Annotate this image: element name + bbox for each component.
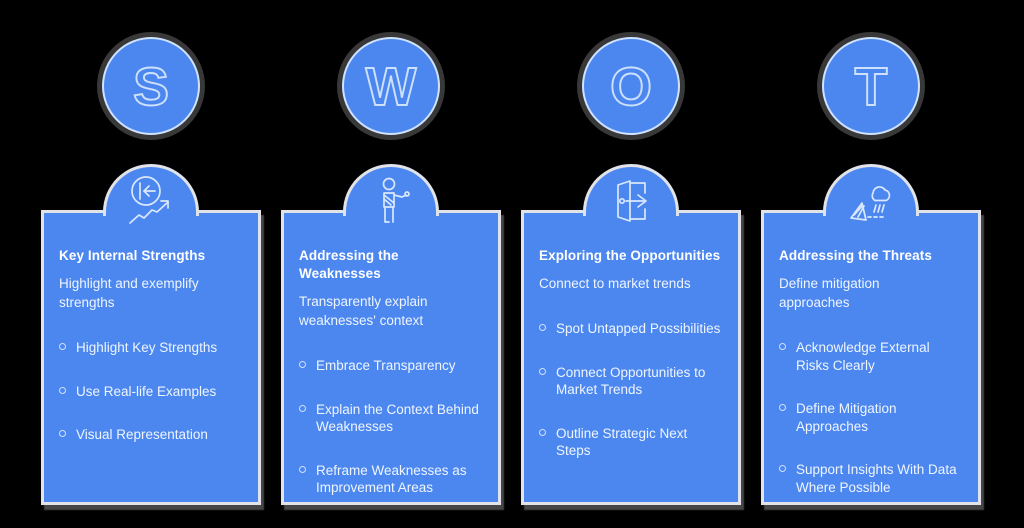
letter-circle-w: W [342, 37, 440, 135]
bullet-text: Explain the Context Behind Weaknesses [316, 401, 479, 435]
bullet-text: Acknowledge External Risks Clearly [796, 340, 930, 373]
column-threats: T Addressing the Threats Define mitigati… [761, 0, 981, 528]
card-subtitle: Define mitigation approaches [779, 276, 880, 311]
svg-text:W: W [366, 57, 417, 117]
letter-circle-o: O [582, 37, 680, 135]
ring-bullet-icon [299, 404, 306, 412]
opportunities-card-wrap: Exploring the Opportunities Connect to m… [521, 164, 741, 505]
bullet-text: Highlight Key Strengths [76, 340, 218, 355]
letter-t-outline: T [854, 56, 889, 118]
list-item: Use Real-life Examples [59, 383, 243, 401]
bullet-list: Highlight Key Strengths Use Real-life Ex… [59, 339, 243, 444]
ring-bullet-icon [779, 343, 786, 350]
ring-bullet-icon [299, 361, 306, 369]
list-item: Spot Untapped Possibilities [539, 320, 723, 338]
svg-text:S: S [133, 57, 169, 117]
card-title: Addressing the Weaknesses [299, 248, 399, 282]
bullet-text: Connect Opportunities to Market Trends [556, 364, 706, 398]
bullet-list: Spot Untapped Possibilities Connect Oppo… [539, 320, 723, 460]
ring-bullet-icon [539, 428, 546, 436]
ring-bullet-icon [539, 367, 546, 375]
bullet-list: Acknowledge External Risks Clearly Defin… [779, 339, 963, 496]
card-title: Addressing the Threats [779, 248, 932, 263]
svg-text:O: O [610, 57, 652, 117]
letter-circle-t: T [822, 37, 920, 135]
ring-bullet-icon [779, 404, 786, 412]
converging-arrow-growth-icon [120, 171, 182, 233]
bullet-text: Reframe Weaknesses as Improvement Areas [316, 462, 467, 496]
card-title: Exploring the Opportunities [539, 248, 721, 263]
letter-s-outline: S [132, 56, 170, 118]
list-item: Explain the Context Behind Weaknesses [299, 401, 483, 436]
bullet-text: Define Mitigation Approaches [796, 401, 897, 434]
list-item: Reframe Weaknesses as Improvement Areas [299, 462, 483, 497]
ring-bullet-icon [59, 430, 66, 438]
bullet-text: Outline Strategic Next Steps [556, 425, 688, 459]
bullet-text: Spot Untapped Possibilities [556, 321, 721, 337]
list-item: Define Mitigation Approaches [779, 400, 963, 435]
threats-card: Addressing the Threats Define mitigation… [761, 210, 981, 505]
strengths-card: Key Internal Strengths Highlight and exe… [41, 210, 261, 505]
weaknesses-card-wrap: Addressing the Weaknesses Transparently … [281, 164, 501, 505]
list-item: Acknowledge External Risks Clearly [779, 339, 963, 374]
letter-o-outline: O [609, 56, 653, 118]
card-subtitle: Transparently explain weaknesses' contex… [299, 294, 428, 329]
card-subtitle: Connect to market trends [539, 276, 691, 292]
bullet-text: Visual Representation [76, 427, 208, 443]
strengths-card-wrap: Key Internal Strengths Highlight and exe… [41, 164, 261, 505]
list-item: Embrace Transparency [299, 357, 483, 375]
bullet-text: Support Insights With Data Where Possibl… [796, 462, 957, 495]
card-title: Key Internal Strengths [59, 248, 206, 263]
rain-cloud-storm-icon [840, 171, 902, 233]
list-item: Support Insights With Data Where Possibl… [779, 461, 963, 496]
ring-bullet-icon [59, 343, 66, 350]
column-strengths: S Key Internal Strengths Highlight and e… [41, 0, 261, 528]
letter-w-outline: W [365, 56, 418, 118]
ring-bullet-icon [779, 465, 786, 473]
list-item: Connect Opportunities to Market Trends [539, 364, 723, 399]
list-item: Highlight Key Strengths [59, 339, 243, 357]
list-item: Visual Representation [59, 426, 243, 444]
ring-bullet-icon [299, 465, 306, 473]
opportunities-card: Exploring the Opportunities Connect to m… [521, 210, 741, 505]
bullet-text: Use Real-life Examples [76, 383, 217, 399]
ring-bullet-icon [59, 386, 66, 394]
bullet-text: Embrace Transparency [316, 358, 456, 374]
bullet-list: Embrace Transparency Explain the Context… [299, 357, 483, 497]
threats-card-wrap: Addressing the Threats Define mitigation… [761, 164, 981, 505]
svg-text:T: T [855, 57, 888, 117]
letter-circle-s: S [102, 37, 200, 135]
list-item: Outline Strategic Next Steps [539, 425, 723, 460]
column-opportunities: O Exploring the Opportunities Connect to… [521, 0, 741, 528]
column-weaknesses: W Addressing the Weaknesses Transparentl… [281, 0, 501, 528]
card-subtitle: Highlight and exemplify strengths [59, 276, 199, 311]
weaknesses-card: Addressing the Weaknesses Transparently … [281, 210, 501, 505]
ring-bullet-icon [539, 324, 546, 332]
injured-person-arm-sling-icon [360, 171, 422, 233]
open-door-exit-arrow-icon [600, 171, 662, 233]
